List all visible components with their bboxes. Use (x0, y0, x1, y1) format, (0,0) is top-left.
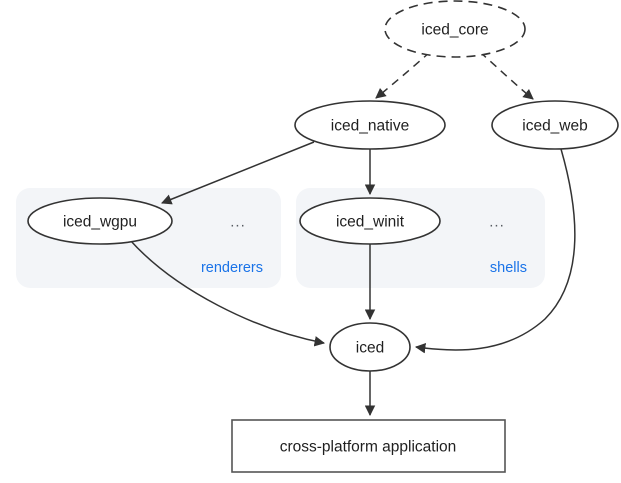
node-iced-winit[interactable]: iced_winit (299, 197, 441, 245)
edge-iced-wgpu-to-iced (129, 239, 326, 347)
node-iced-web[interactable]: iced_web (491, 100, 619, 150)
node-iced-core[interactable]: iced_core (384, 0, 526, 58)
node-iced-native[interactable]: iced_native (294, 100, 446, 150)
node-iced-wgpu-shape[interactable] (27, 197, 173, 245)
cluster-shells-ellipsis: ... (489, 214, 505, 231)
node-iced-core-shape[interactable] (384, 0, 526, 58)
node-iced-shape[interactable] (329, 322, 411, 372)
edge-iced-core-to-iced-native (375, 51, 431, 99)
node-iced-web-shape[interactable] (491, 100, 619, 150)
node-iced-winit-shape[interactable] (299, 197, 441, 245)
cluster-shells-label: shells (490, 260, 527, 276)
node-iced-wgpu[interactable]: iced_wgpu (27, 197, 173, 245)
cluster-renderers-ellipsis: ... (230, 214, 246, 231)
node-cross-platform-application[interactable]: cross-platform application (231, 419, 506, 473)
cluster-renderers-label: renderers (201, 260, 263, 276)
edge-iced-native-to-iced-wgpu (161, 141, 315, 205)
node-cross-platform-application-shape[interactable] (231, 419, 506, 473)
node-iced-native-shape[interactable] (294, 100, 446, 150)
edge-layer (129, 51, 576, 417)
node-iced[interactable]: iced (329, 322, 411, 372)
edge-iced-web-to-iced (414, 148, 576, 354)
edge-iced-core-to-iced-web (479, 51, 534, 100)
